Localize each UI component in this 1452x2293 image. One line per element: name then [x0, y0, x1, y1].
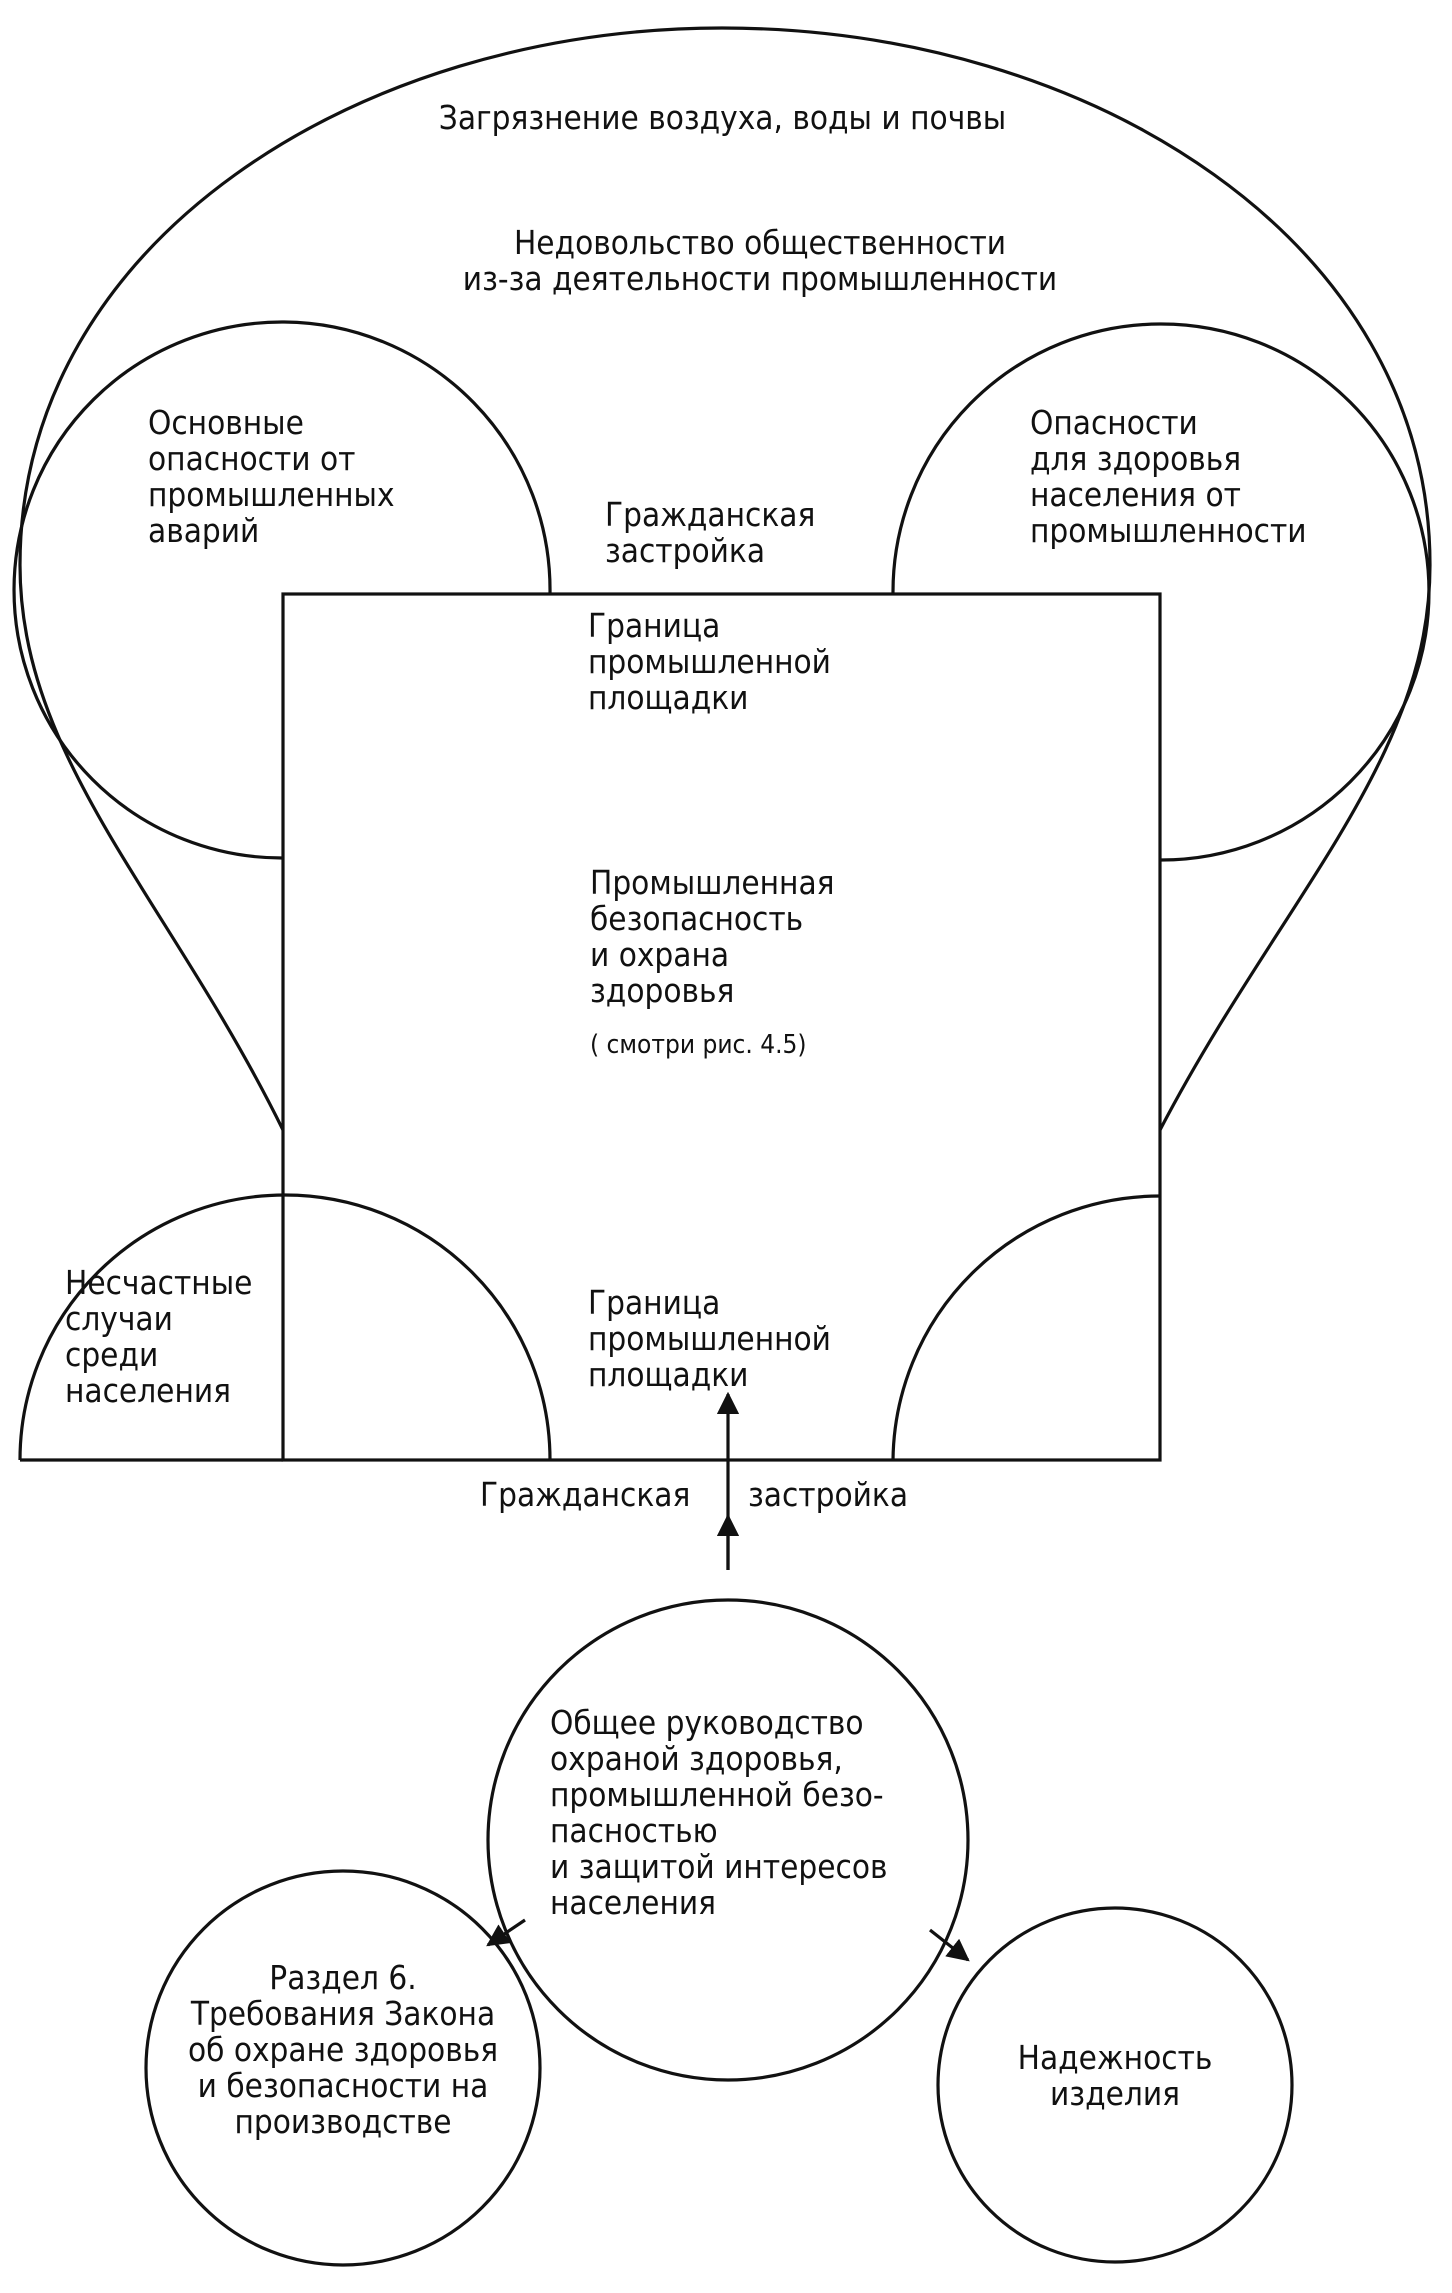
industrial-safety-label: Промышленная безопасность и охрана здоро…	[590, 863, 835, 1010]
public-accidents-semicircle	[18, 1193, 552, 1461]
site-boundary-top-label: Граница промышленной площадки	[588, 606, 831, 717]
site-boundary-bottom-label: Граница промышленной площадки	[588, 1283, 831, 1394]
arrow-to-reliability	[929, 1928, 970, 1962]
major-hazards-circle	[12, 320, 552, 860]
section6-circle	[144, 1869, 542, 2267]
see-figure-label: ( смотри рис. 4.5)	[590, 1030, 807, 1060]
public-health-label: Опасности для здоровья населения от пром…	[1030, 403, 1307, 550]
industrial-site-square	[281, 592, 1162, 1462]
civil-development-bottom-left-label: Гражданская	[480, 1475, 691, 1514]
management-circle	[486, 1598, 970, 2082]
major-hazards-label: Основные опасности от промышленных авари…	[148, 403, 395, 550]
arrow-to-section6	[486, 1918, 526, 1947]
outer-zone-label: Загрязнение воздуха, воды и почвы	[438, 98, 1007, 137]
reliability-label: Надежность изделия	[1017, 2038, 1213, 2113]
public-health-circle	[891, 322, 1431, 862]
reliability-circle	[936, 1906, 1294, 2264]
section6-label: Раздел 6. Требования Закона об охране зд…	[187, 1958, 499, 2141]
public-concern-label: Недовольство общественности из-за деятел…	[462, 223, 1058, 298]
civil-development-bottom-right-label: застройка	[748, 1475, 909, 1514]
civil-development-top-label: Гражданская застройка	[605, 495, 816, 570]
management-label: Общее руководство охраной здоровья, пром…	[550, 1703, 888, 1922]
public-accidents-label: Несчастные случаи среди населения	[65, 1263, 253, 1410]
bottom-right-arc	[891, 1194, 1161, 1461]
